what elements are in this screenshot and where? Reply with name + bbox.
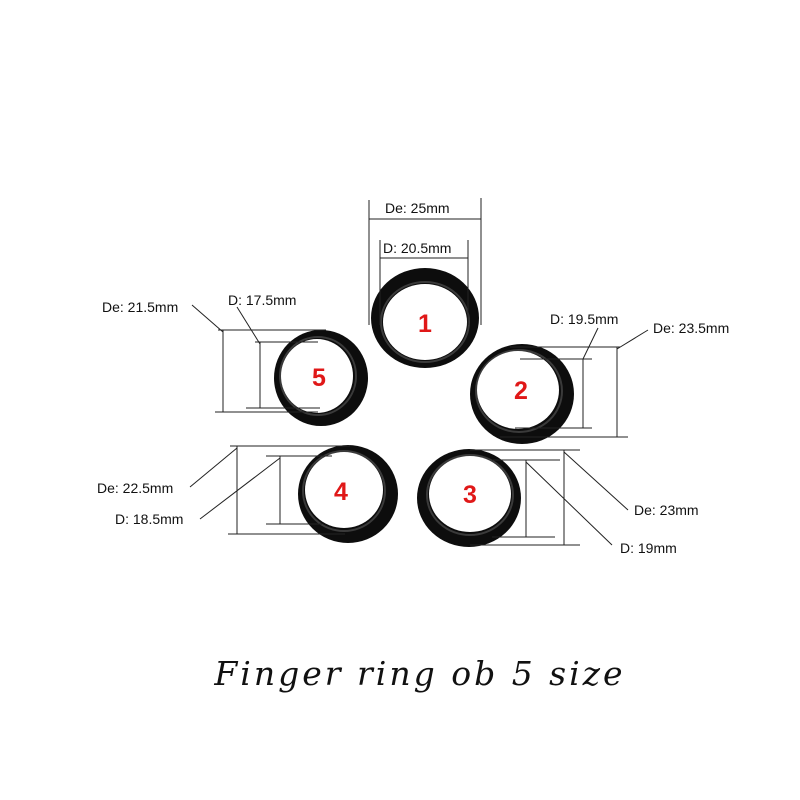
ring-3-inner-leader <box>525 461 613 546</box>
ring-4-number: 4 <box>334 478 348 506</box>
ring-4: De: 22.5mm D: 18.5mm 4 <box>97 445 398 543</box>
ring-1-band-edge <box>380 281 470 363</box>
ring-1-inner-label: D: 20.5mm <box>383 240 451 256</box>
ring-2-outer-leader <box>616 329 649 350</box>
ring-3-number: 3 <box>463 481 477 509</box>
ring-5-inner-label: D: 17.5mm <box>228 292 296 308</box>
ring-5-hole <box>281 339 353 413</box>
ring-2-inner-leader <box>582 327 599 360</box>
ring-5: De: 21.5mm D: 17.5mm 5 <box>102 292 368 426</box>
ring-2-band-edge <box>475 349 563 433</box>
ring-4-inner-label: D: 18.5mm <box>115 511 183 527</box>
ring-5-inner-leader <box>236 306 261 345</box>
ring-2-inner-label: D: 19.5mm <box>550 311 618 327</box>
ring-1-hole <box>383 284 467 360</box>
ring-3-outer-label: De: 23mm <box>634 502 699 518</box>
ring-3-hole <box>429 456 511 532</box>
ring-5-number: 5 <box>312 364 326 392</box>
ring-5-outer-label: De: 21.5mm <box>102 299 178 315</box>
ring-2-outer-label: De: 23.5mm <box>653 320 729 336</box>
ring-4-hole <box>305 452 383 528</box>
ring-5-band-edge <box>279 336 357 416</box>
ring-2: De: 23.5mm D: 19.5mm 2 <box>470 311 729 444</box>
ring-3-inner-label: D: 19mm <box>620 540 677 556</box>
ring-1-number: 1 <box>418 310 432 338</box>
ring-4-outer-leader <box>189 447 238 488</box>
ring-3-outer-leader <box>563 451 629 511</box>
ring-4-inner-leader <box>199 457 281 520</box>
ring-4-outer-label: De: 22.5mm <box>97 480 173 496</box>
ring-5-outer-leader <box>191 304 224 333</box>
ring-3-band-edge <box>426 454 514 536</box>
caption: Finger ring ob 5 size <box>213 654 625 693</box>
ring-1: De: 25mm D: 20.5mm 1 <box>368 198 482 368</box>
ring-2-number: 2 <box>514 377 528 405</box>
ring-1-outer-label: De: 25mm <box>385 200 450 216</box>
ring-2-hole <box>477 351 559 429</box>
ring-4-band-edge <box>302 450 386 532</box>
ring-3: De: 23mm D: 19mm 3 <box>417 449 699 556</box>
